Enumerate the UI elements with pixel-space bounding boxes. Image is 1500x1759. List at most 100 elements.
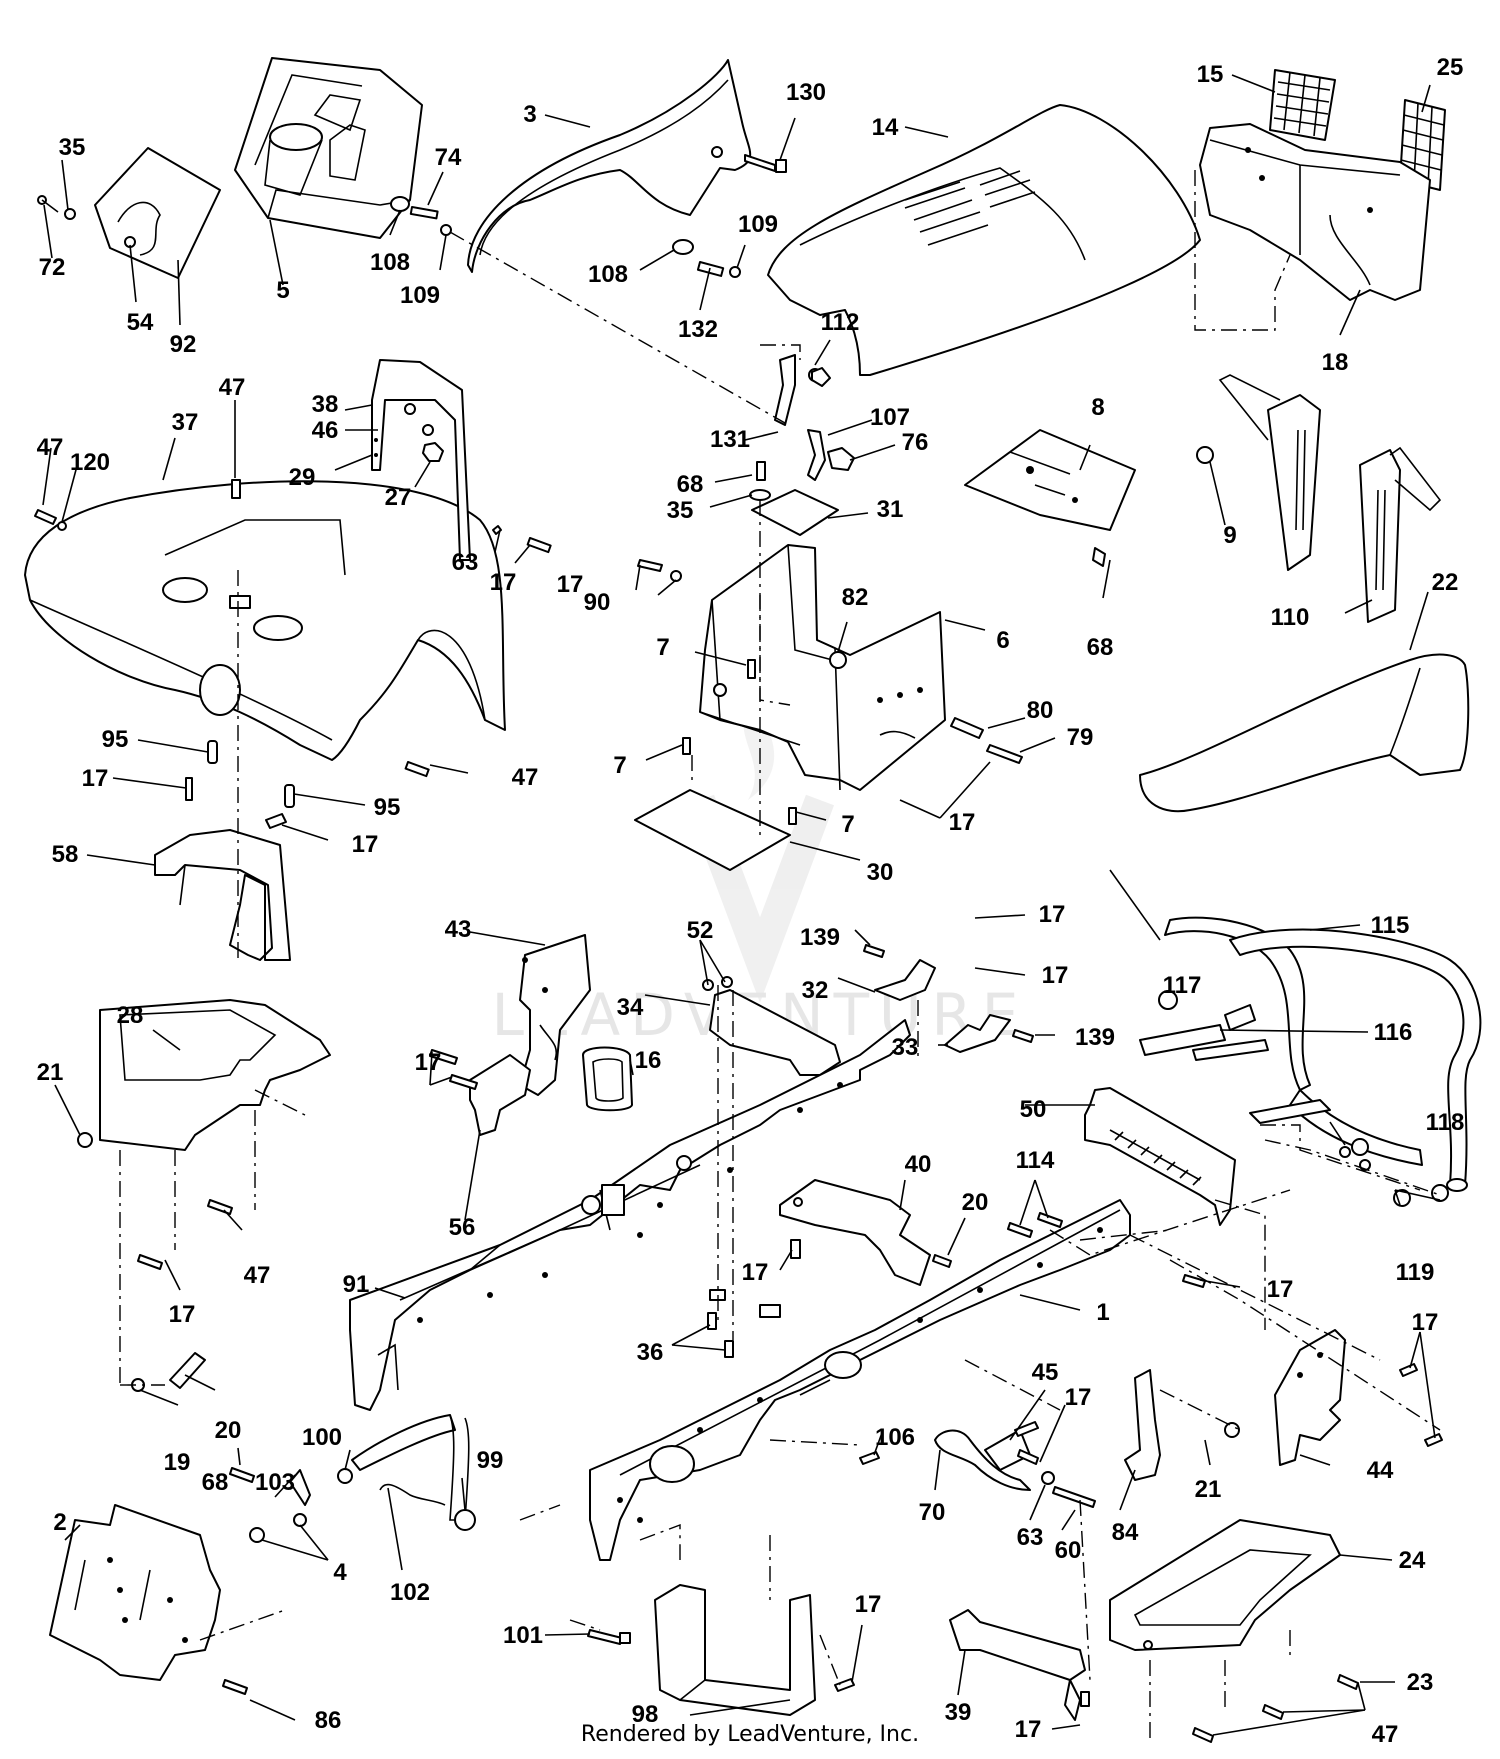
callout-17a: 17 [490,569,517,596]
callout-52: 52 [687,917,714,944]
callout-24: 24 [1399,1547,1426,1574]
part-110-brackets [1218,374,1442,623]
callout-38: 38 [312,391,339,418]
callout-33: 33 [892,1034,919,1061]
callout-47b: 47 [37,434,64,461]
callout-114: 114 [1016,1147,1055,1174]
callout-131: 131 [710,426,750,453]
leader-lines [42,74,1441,1736]
callout-119: 119 [1396,1259,1435,1286]
callout-19: 19 [164,1449,191,1476]
callout-28: 28 [117,1002,144,1029]
hardware-19-20 [131,1199,233,1392]
part-1-frame-rail [589,1199,1131,1561]
callout-139b: 139 [1075,1024,1115,1051]
callout-82: 82 [842,584,869,611]
callout-17k: 17 [1267,1276,1294,1303]
part-50-bracket [1084,1087,1236,1226]
callout-109: 109 [400,282,440,309]
part-8-plate [964,429,1136,567]
callout-37: 37 [172,409,199,436]
part-115-bumper-tube [1139,916,1482,1192]
callout-92: 92 [170,331,197,358]
part-25-grille [1399,99,1446,191]
callout-17c: 17 [949,809,976,836]
callout-14: 14 [872,114,899,141]
callout-110: 110 [1271,604,1310,631]
callout-68c: 68 [202,1469,229,1496]
assembly-guides [119,231,1441,1740]
callout-3: 3 [523,101,536,128]
callout-35: 35 [59,134,86,161]
callout-44: 44 [1367,1457,1394,1484]
callout-47e: 47 [1372,1721,1399,1748]
callout-21b: 21 [1195,1476,1222,1503]
callout-6: 6 [996,627,1009,654]
callout-74: 74 [435,144,462,171]
hardware-36 [707,1312,734,1358]
callout-20a: 20 [215,1417,242,1444]
callout-130: 130 [786,79,826,106]
callout-46: 46 [312,417,339,444]
part-44-bracket [1274,1329,1443,1466]
hardware-114 [1007,1212,1206,1288]
callout-76: 76 [902,429,929,456]
callout-16: 16 [635,1047,662,1074]
callout-70: 70 [919,1499,946,1526]
part-6-frame [699,544,946,791]
callout-72: 72 [39,254,66,281]
part-92-panel [37,147,221,279]
part-34-bracket [702,976,841,1076]
callout-34: 34 [617,994,644,1021]
part-91-frame-rail [349,1019,911,1411]
part-45-hitch [934,1429,1096,1508]
callout-17j: 17 [742,1259,769,1286]
callout-17g: 17 [1042,962,1069,989]
callout-35b: 35 [667,497,694,524]
callout-22: 22 [1432,569,1459,596]
callout-20b: 20 [962,1189,989,1216]
callout-36: 36 [637,1339,664,1366]
callout-90: 90 [584,589,611,616]
callout-103: 103 [255,1469,295,1496]
callout-60: 60 [1055,1537,1082,1564]
callout-17l: 17 [1065,1384,1092,1411]
callout-30: 30 [867,859,894,886]
callout-102: 102 [390,1579,430,1606]
dash-guide-18 [1194,170,1291,331]
part-24-footrest [1109,1519,1359,1743]
callout-108b: 108 [588,261,628,288]
render-credit: Rendered by LeadVenture, Inc. [580,1722,920,1747]
callout-40: 40 [905,1151,932,1178]
callout-17f: 17 [1039,901,1066,928]
callout-8: 8 [1091,394,1104,421]
callout-17e: 17 [352,831,379,858]
callout-107: 107 [870,404,910,431]
callout-21a: 21 [37,1059,64,1086]
callout-17d: 17 [82,765,109,792]
hardware-130 [711,146,787,173]
callout-18: 18 [1322,349,1349,376]
callout-101: 101 [503,1622,543,1649]
callout-50: 50 [1020,1096,1047,1123]
callout-47c: 47 [512,764,539,791]
callout-58: 58 [52,841,79,868]
hardware-7 [682,659,797,825]
part-14-hood [767,104,1201,376]
part-30-plate [634,789,791,871]
part-56-bracket [429,1049,531,1136]
callout-68b: 68 [1087,634,1114,661]
callout-68: 68 [677,471,704,498]
callout-17m: 17 [1412,1309,1439,1336]
part-2-plate [49,1504,248,1695]
part-84-bracket [1124,1369,1240,1481]
part-58-bracket [154,740,295,961]
callout-39: 39 [945,1699,972,1726]
callout-17h: 17 [169,1301,196,1328]
part-18-grille-housing [1199,123,1431,301]
callout-139a: 139 [800,924,840,951]
part-98-bracket [654,1584,855,1716]
part-43-bracket [519,934,591,1096]
part-131-bracket [774,354,855,481]
